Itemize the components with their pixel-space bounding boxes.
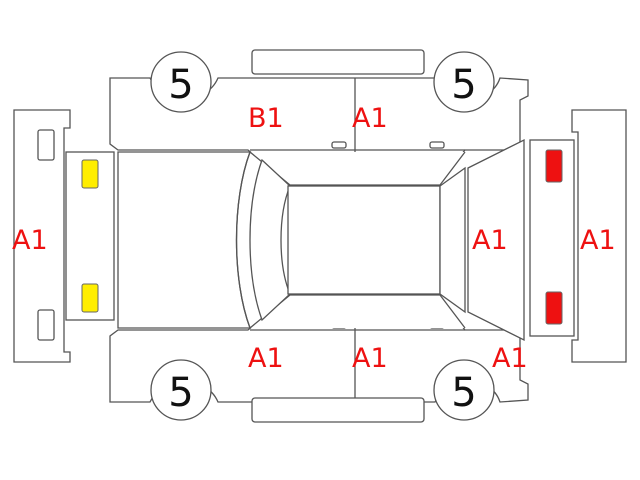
rear-lamp-bottom: [545, 291, 563, 325]
rear-bumper: [571, 109, 627, 363]
code-door-right-lower: A1: [352, 343, 388, 374]
roof-rail-bottom: [251, 397, 425, 423]
wheel-rear-left: 5: [433, 51, 495, 113]
code-rear-bumper: A1: [580, 225, 616, 256]
roof-rail-top: [251, 49, 425, 75]
rear-glass-panel: [467, 138, 525, 342]
code-roof-right: A1: [352, 103, 388, 134]
wheel-rear-right: 5: [433, 359, 495, 421]
code-roof-left: B1: [248, 103, 284, 134]
wheel-front-right-score: 5: [168, 370, 193, 416]
wheel-front-right: 5: [150, 359, 212, 421]
front-lamp-panel: [65, 151, 115, 321]
rear-lamp-panel: [529, 139, 575, 337]
code-door-left-lower: A1: [248, 343, 284, 374]
wheel-front-left: 5: [150, 51, 212, 113]
top-view-body: [117, 151, 466, 329]
front-lamp-bottom: [81, 283, 99, 313]
front-lamp-top: [81, 159, 99, 189]
code-front-bumper: A1: [12, 225, 48, 256]
wheel-rear-right-score: 5: [451, 370, 476, 416]
wheel-front-left-score: 5: [168, 62, 193, 108]
front-bumper: [13, 109, 71, 363]
code-rear-quarter: A1: [492, 343, 528, 374]
rear-lamp-top: [545, 149, 563, 183]
code-rear-glass: A1: [472, 225, 508, 256]
wheel-rear-left-score: 5: [451, 62, 476, 108]
